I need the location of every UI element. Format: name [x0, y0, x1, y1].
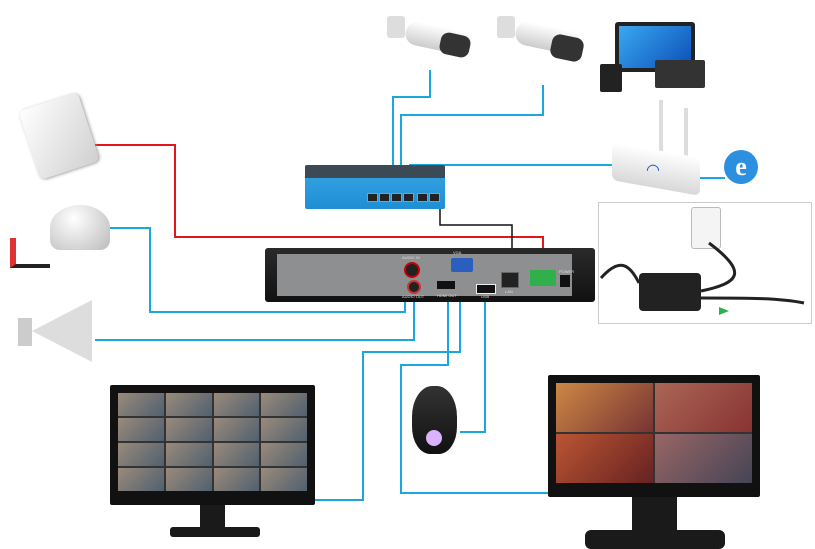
- power-port[interactable]: [560, 275, 570, 287]
- ip-camera-1: [385, 12, 477, 62]
- lan-port[interactable]: [501, 272, 519, 288]
- wall-outlet: [691, 207, 721, 249]
- audio-in-label: AUDIO IN: [402, 255, 420, 260]
- microphone-cable: [108, 227, 406, 313]
- microphone-plugs: [10, 238, 50, 268]
- vga-label: VGA: [453, 250, 462, 255]
- lan-label: LAN: [505, 289, 513, 294]
- computer-devices: [600, 22, 712, 92]
- poe-switch: [305, 165, 445, 209]
- power-label: POWER: [559, 269, 575, 274]
- camera1-cable: [392, 70, 431, 195]
- audio-out-label: AUDIO OUT: [402, 294, 425, 299]
- power-adapter: [598, 202, 812, 324]
- internet-explorer-icon: e: [724, 150, 758, 184]
- microphone: [50, 205, 110, 250]
- hdmi-cable: [400, 295, 550, 494]
- usb-label: USB: [481, 294, 490, 299]
- horn-speaker: [18, 300, 96, 362]
- alarm-terminal[interactable]: [530, 270, 556, 286]
- monitor-hdmi: [548, 375, 760, 497]
- speaker-cable: [95, 292, 415, 341]
- lan-cable: [439, 205, 513, 265]
- monitor-vga: [110, 385, 315, 505]
- usb-mouse: [412, 386, 457, 454]
- vga-port[interactable]: [451, 258, 473, 272]
- ip-camera-2: [495, 12, 590, 67]
- camera2-cable: [400, 85, 544, 195]
- hdmi-label: HDMI OUT: [437, 293, 457, 298]
- usb-cable: [460, 290, 486, 433]
- audio-out-port[interactable]: [407, 280, 421, 294]
- wifi-icon: ◠: [646, 162, 660, 179]
- usb-port[interactable]: [476, 284, 496, 294]
- hdmi-port[interactable]: [437, 281, 455, 289]
- audio-in-port[interactable]: [404, 262, 420, 278]
- nvr-recorder: AUDIO IN AUDIO OUT VGA HDMI OUT USB LAN …: [265, 248, 595, 302]
- wifi-router: ◠: [612, 100, 702, 196]
- vga-cable: [315, 268, 461, 501]
